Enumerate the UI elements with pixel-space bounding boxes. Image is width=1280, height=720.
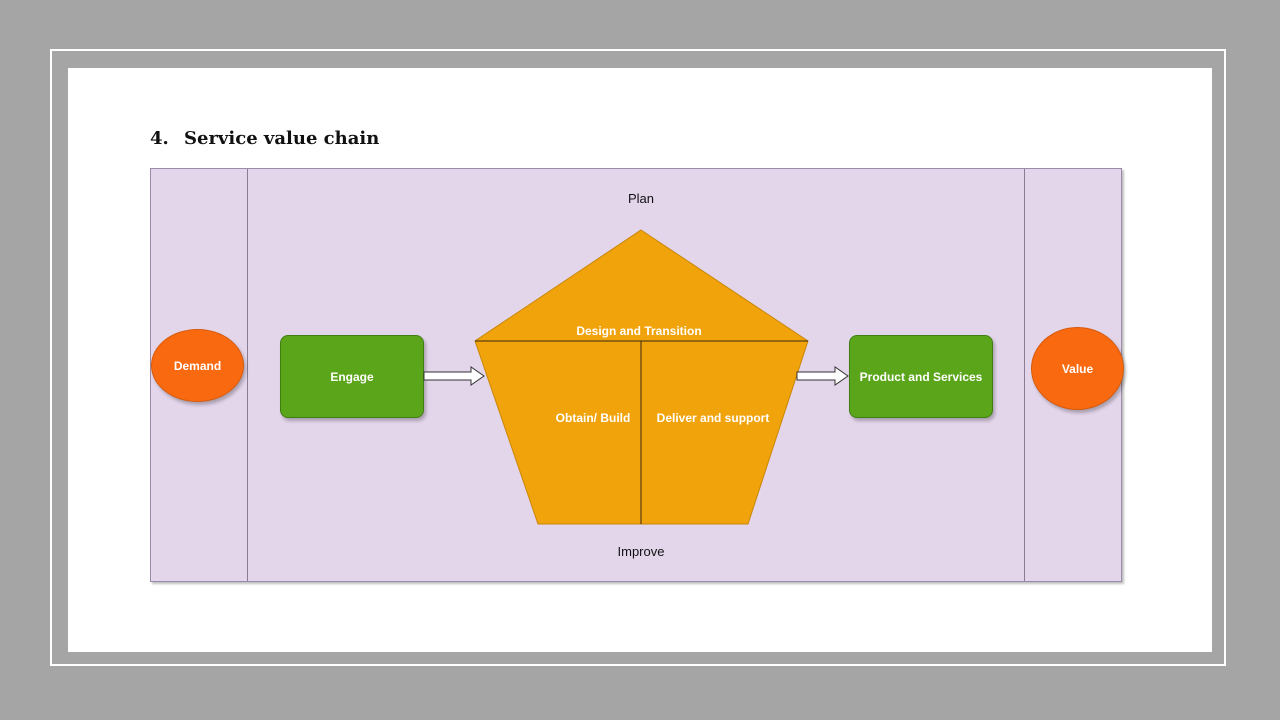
improve-label: Improve bbox=[617, 544, 665, 559]
lane-divider-left bbox=[247, 169, 248, 581]
product-services-label: Product and Services bbox=[859, 369, 983, 384]
engage-label: Engage bbox=[330, 369, 374, 384]
value-label: Value bbox=[1061, 361, 1094, 376]
presentation-frame bbox=[50, 49, 1226, 666]
section-title: Service value chain bbox=[184, 128, 380, 149]
deliver-support-label: Deliver and support bbox=[657, 411, 770, 425]
section-heading: 4. Service value chain bbox=[150, 128, 379, 149]
service-value-chain-diagram: Plan Improve Demand Value Engage Product… bbox=[150, 168, 1124, 582]
section-number: 4. bbox=[150, 128, 169, 149]
value-node: Value bbox=[1031, 327, 1124, 410]
plan-label: Plan bbox=[627, 191, 655, 206]
design-transition-label: Design and Transition bbox=[576, 324, 701, 338]
engage-arrow bbox=[423, 366, 485, 386]
products-arrow bbox=[796, 366, 849, 386]
demand-label: Demand bbox=[173, 358, 222, 373]
lane-divider-right bbox=[1024, 169, 1025, 581]
demand-node: Demand bbox=[151, 329, 244, 402]
product-services-node: Product and Services bbox=[849, 335, 993, 418]
diagram-shapes: Design and Transition Obtain/ Build Deli… bbox=[423, 229, 849, 525]
obtain-build-label: Obtain/ Build bbox=[556, 411, 631, 425]
engage-node: Engage bbox=[280, 335, 424, 418]
